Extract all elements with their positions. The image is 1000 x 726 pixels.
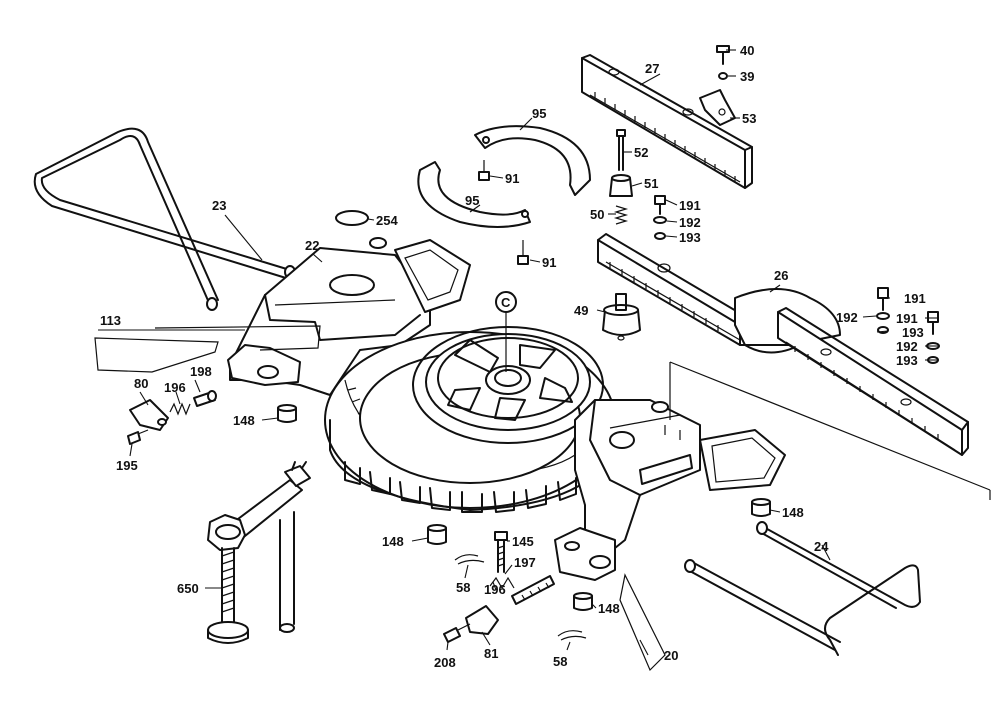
- lever-81: [465, 605, 499, 635]
- fence-plate-27: [581, 54, 753, 189]
- washer-192-a: [653, 216, 667, 224]
- callout-50: 50: [590, 207, 604, 222]
- screw-91-lower: [517, 240, 529, 265]
- callout-198: 198: [190, 364, 212, 379]
- foot-148-c: [427, 524, 447, 545]
- callout-191-c: 191: [896, 311, 918, 326]
- bolt-197: [511, 575, 555, 605]
- clip-58-upper: [454, 554, 485, 565]
- callout-148-a: 148: [233, 413, 255, 428]
- bolt-198: [193, 390, 217, 407]
- callout-49: 49: [574, 303, 588, 318]
- foot-148-a: [277, 404, 297, 423]
- fence-plate-right: [777, 307, 969, 456]
- knob-51: [609, 174, 633, 197]
- callout-24: 24: [814, 539, 829, 554]
- callout-113: 113: [100, 313, 121, 328]
- callout-254: 254: [376, 213, 398, 228]
- bolt-52: [616, 129, 626, 171]
- callout-193-a: 193: [679, 230, 701, 245]
- foot-148-d: [573, 592, 593, 611]
- screw-191-b: [877, 287, 889, 311]
- clamp-650: [207, 461, 311, 644]
- spring-50: [613, 205, 629, 225]
- callout-196-left: 196: [164, 380, 186, 395]
- callout-c: C: [501, 295, 511, 310]
- leader-lines: [98, 49, 939, 656]
- callout-95-upper: 95: [532, 106, 546, 121]
- index-teeth: [344, 461, 577, 513]
- callout-23: 23: [212, 198, 226, 213]
- callout-26: 26: [774, 268, 788, 283]
- callout-191-b: 191: [904, 291, 926, 306]
- callout-91-upper: 91: [505, 171, 519, 186]
- callout-58-lower: 58: [553, 654, 567, 669]
- clamp-knob-49: [602, 293, 641, 341]
- callout-650: 650: [177, 581, 199, 596]
- lever-80: [129, 399, 169, 431]
- callout-192-c: 192: [896, 339, 918, 354]
- bolt-145: [494, 531, 508, 573]
- callout-192-a: 192: [679, 215, 701, 230]
- callout-40: 40: [740, 43, 754, 58]
- screw-91-upper: [478, 160, 490, 181]
- label-disk-254: [335, 210, 369, 226]
- callout-80: 80: [134, 376, 148, 391]
- callout-145: 145: [512, 534, 534, 549]
- washer-193-a: [654, 232, 666, 240]
- screw-191-c: [927, 311, 939, 335]
- callout-27: 27: [645, 61, 659, 76]
- label-plate-113: [94, 337, 219, 373]
- callout-58-upper: 58: [456, 580, 470, 595]
- callout-labels: 40 39 27 53 95 52 91 51 191 95 50 192 19…: [100, 43, 926, 670]
- turntable-spokes: [447, 339, 573, 421]
- callout-196-lower: 196: [484, 582, 506, 597]
- washer-192-b: [876, 312, 890, 320]
- callout-81: 81: [484, 646, 498, 661]
- spring-196-lower: [489, 576, 515, 590]
- callout-39: 39: [740, 69, 754, 84]
- callout-193-c: 193: [896, 353, 918, 368]
- callout-95-lower: 95: [465, 193, 479, 208]
- washer-39: [718, 72, 728, 80]
- screw-191-a: [654, 195, 666, 215]
- callout-208: 208: [434, 655, 456, 670]
- scale-segment-95-lower: [417, 161, 531, 228]
- screw-40: [716, 45, 730, 65]
- callout-192-b: 192: [836, 310, 858, 325]
- callout-197: 197: [514, 555, 536, 570]
- callout-148-c: 148: [382, 534, 404, 549]
- spring-196-left: [169, 402, 191, 416]
- support-bar-23: [33, 127, 296, 311]
- callout-20: 20: [664, 648, 678, 663]
- insert-20: [619, 573, 666, 672]
- screw-208: [443, 623, 471, 643]
- callout-53: 53: [742, 111, 756, 126]
- foot-148-b: [751, 498, 771, 517]
- callout-52: 52: [634, 145, 648, 160]
- support-bar-24: [684, 521, 921, 656]
- screw-195: [127, 429, 149, 445]
- callout-51: 51: [644, 176, 658, 191]
- callout-195: 195: [116, 458, 138, 473]
- clip-58-lower: [557, 630, 587, 641]
- callout-148-b: 148: [782, 505, 804, 520]
- callout-148-d: 148: [598, 601, 620, 616]
- callout-191-a: 191: [679, 198, 701, 213]
- callout-193-b: 193: [902, 325, 924, 340]
- scale-segment-95-upper: [474, 125, 591, 196]
- callout-22: 22: [305, 238, 319, 253]
- callout-91-lower: 91: [542, 255, 556, 270]
- saw-base: [227, 237, 786, 581]
